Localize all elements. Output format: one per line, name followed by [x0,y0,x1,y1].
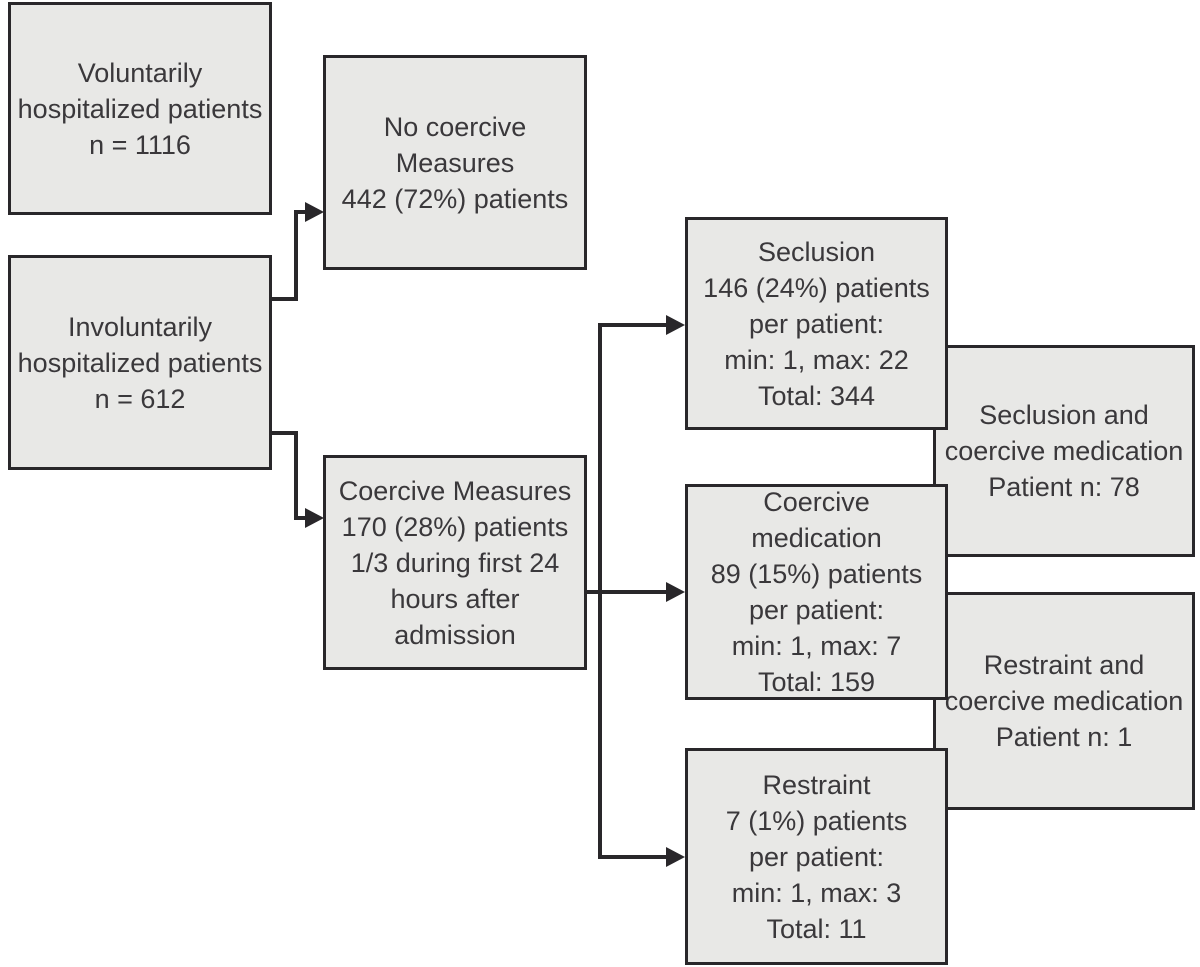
box-involuntarily-hospitalized: Involuntarily hospitalized patients n = … [8,255,272,470]
connector-involuntary-to-coercive-seg-h [272,431,298,435]
box-text-line: Total: 11 [766,913,867,944]
connector-coercive-branch-vertical [598,323,602,859]
box-text-line: Restraint and [983,650,1145,680]
box-seclusion: Seclusion 146 (24%) patients per patient… [685,217,948,430]
box-text-line: n = 612 [94,383,186,414]
box-text-line: Restraint [762,769,871,800]
connector-coercive-branch-stem [587,590,668,594]
box-seclusion-and-coercive-medication: Seclusion and coercive medication Patien… [933,345,1195,557]
box-text-line: min: 1, max: 7 [731,631,902,661]
box-text-line: Voluntarily [77,57,203,88]
box-text-line: hours after [390,583,520,614]
box-text-line: Seclusion and [979,400,1149,430]
box-text-line: per patient: [748,841,885,872]
connector-coercive-to-seclusion [600,323,668,327]
box-text-line: admission [394,619,516,650]
box-no-coercive-measures: No coercive Measures 442 (72%) patients [323,55,587,270]
box-text-line: 7 (1%) patients [725,805,908,836]
box-coercive-medication: Coercive medication 89 (15%) patients pe… [685,484,948,700]
box-text-line: Seclusion [757,236,876,267]
box-text-line: per patient: [748,308,885,339]
box-text-line: hospitalized patients [17,347,263,378]
box-voluntarily-hospitalized: Voluntarily hospitalized patients n = 11… [8,2,272,215]
box-text-line: min: 1, max: 22 [724,344,909,375]
arrowhead-icon [666,582,685,602]
box-text-line: Coercive [763,487,870,517]
arrowhead-icon [305,508,324,528]
box-text-line: n = 1116 [89,129,191,160]
connector-involuntary-to-no-coercive-seg-v [294,210,298,301]
connector-involuntary-to-coercive-seg-h2 [298,516,308,520]
box-text-line: Measures [395,147,515,178]
box-restraint-and-coercive-medication: Restraint and coercive medication Patien… [933,592,1195,810]
box-text-line: 442 (72%) patients [341,183,569,214]
box-text-line: Patient n: 78 [988,472,1140,502]
box-restraint: Restraint 7 (1%) patients per patient: m… [685,748,948,965]
box-text-line: min: 1, max: 3 [731,877,902,908]
arrowhead-icon [305,202,324,222]
connector-involuntary-to-coercive-seg-v [294,433,298,520]
box-coercive-measures: Coercive Measures 170 (28%) patients 1/3… [323,455,587,670]
arrowhead-icon [666,315,685,335]
arrowhead-icon [666,847,685,867]
box-text-line: per patient: [748,595,885,625]
box-text-line: 170 (28%) patients [341,511,569,542]
box-text-line: 89 (15%) patients [710,559,923,589]
box-text-line: hospitalized patients [17,93,263,124]
connector-coercive-to-restraint [600,855,668,859]
box-text-line: Patient n: 1 [995,722,1133,752]
box-text-line: No coercive [383,111,527,142]
box-text-line: 1/3 during first 24 [350,547,560,578]
box-text-line: Coercive Measures [338,475,572,506]
box-text-line: coercive medication [944,686,1184,716]
connector-involuntary-to-no-coercive-seg-h2 [298,210,308,214]
box-text-line: Total: 344 [757,380,876,411]
connector-involuntary-to-no-coercive-seg-h [272,297,298,301]
box-text-line: 146 (24%) patients [703,272,930,303]
box-text-line: coercive medication [944,436,1184,466]
box-text-line: medication [751,523,882,553]
box-text-line: Total: 159 [757,667,876,697]
box-text-line: Involuntarily [67,311,213,342]
